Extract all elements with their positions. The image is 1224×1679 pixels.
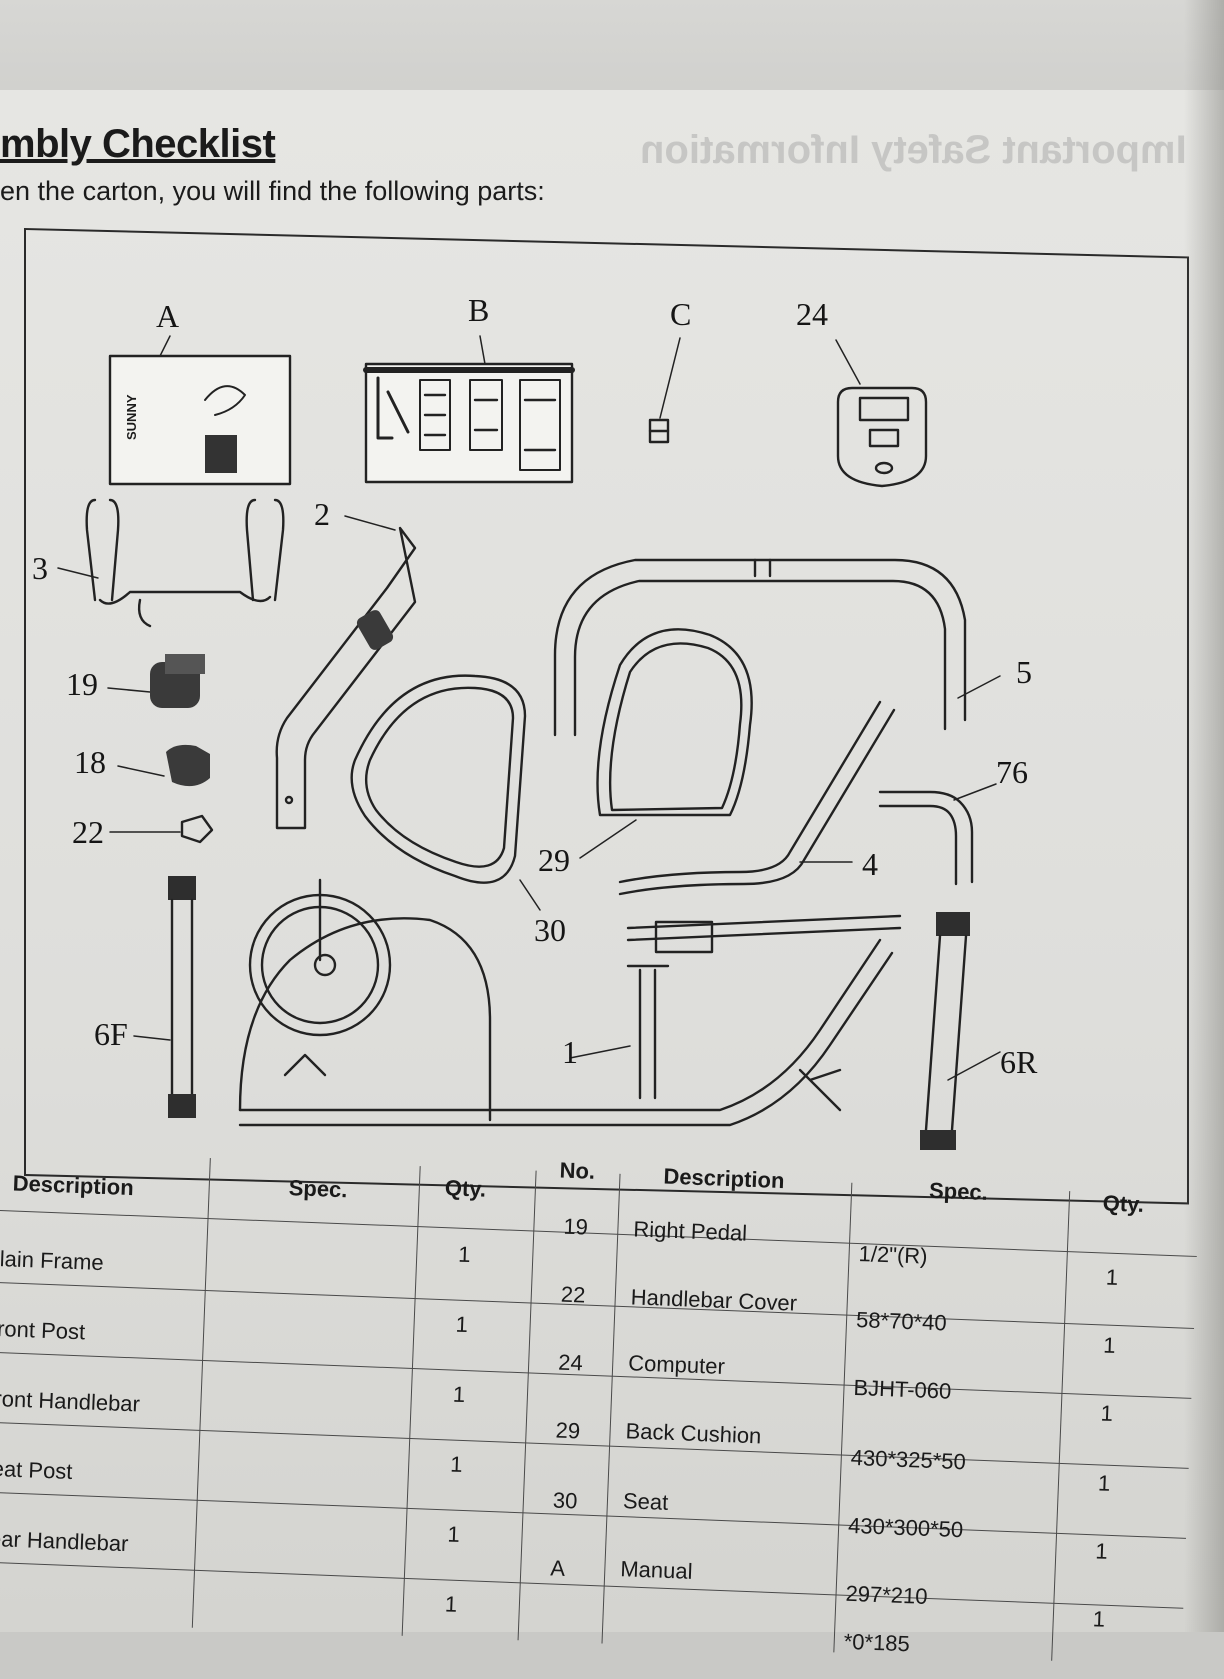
label-front-stabilizer: 6F: [94, 1016, 128, 1052]
label-main-frame: 1: [562, 1034, 578, 1070]
col-header-qty: Qty.: [444, 1175, 487, 1202]
table-row-description: Manual: [619, 1556, 693, 1584]
label-seat-post: 4: [862, 846, 878, 882]
front-stabilizer: [133, 876, 196, 1118]
table-row-qty: 1: [457, 1241, 472, 1268]
table-row-no: 22: [560, 1281, 586, 1308]
label-computer: 24: [796, 296, 828, 332]
col-header-description: Description: [663, 1163, 785, 1194]
table-row-description: eat Post: [0, 1455, 73, 1485]
label-front-post: 2: [314, 496, 330, 532]
label-left-pedal: 18: [74, 744, 106, 780]
table-row-qty: 1: [1100, 1400, 1114, 1426]
seat-assembly: [553, 558, 1001, 954]
back-cushion: [350, 674, 541, 911]
table-rule: [1051, 1191, 1071, 1661]
col-header-qty: Qty.: [1102, 1190, 1145, 1217]
table-row-qty: 1: [1105, 1264, 1119, 1291]
table-row-description: Right Pedal: [632, 1216, 748, 1246]
table-row-spec: 58*70*40: [855, 1306, 948, 1336]
front-handlebar: [57, 498, 285, 628]
seat-adjust-handle: [878, 783, 997, 886]
col-header-spec: Spec.: [928, 1177, 989, 1205]
label-right-pedal: 19: [66, 666, 98, 702]
table-row-description: ront Post: [0, 1316, 86, 1345]
table-row-description: lain Frame: [0, 1246, 105, 1276]
manual-icon: [108, 354, 292, 486]
label-tool-card: B: [468, 292, 490, 328]
table-row-no: A: [549, 1555, 566, 1581]
table-row-description: Back Cushion: [625, 1418, 762, 1449]
label-rear-stabilizer: 6R: [1000, 1044, 1038, 1080]
table-row-description: Handlebar Cover: [630, 1284, 798, 1316]
table-rule: [601, 1173, 621, 1644]
table-rule: [0, 1209, 1197, 1258]
table-row-qty: 1: [452, 1381, 466, 1408]
front-post: [275, 515, 417, 830]
table-row-no: 29: [555, 1417, 581, 1444]
page-edge-shadow: [1184, 0, 1224, 1632]
table-row-qty: 1: [447, 1521, 461, 1547]
table-row-description: ront Handlebar: [0, 1385, 141, 1417]
table-row-spec: 430*300*50: [847, 1512, 964, 1543]
table-row-no: 30: [552, 1487, 578, 1514]
label-manual: A: [156, 298, 180, 334]
table-rule: [0, 1491, 1186, 1539]
table-row-qty: 1: [1097, 1470, 1111, 1496]
parts-illustration: [57, 335, 1001, 1150]
table-row-spec: *0*185: [843, 1628, 911, 1657]
table-rule: [0, 1561, 1184, 1609]
manual-brand-text: SUNNY: [124, 394, 139, 440]
table-rule: [401, 1166, 421, 1636]
label-back-cushion: 29: [538, 842, 570, 878]
table-row-spec: 297*210: [845, 1580, 929, 1609]
table-row-qty: 1: [444, 1591, 458, 1617]
label-handlebar-cover: 22: [72, 814, 104, 850]
handlebar-cover: [109, 814, 214, 844]
table-row-no: 24: [557, 1349, 584, 1376]
computer-console: [835, 339, 928, 488]
table-rule: [0, 1281, 1195, 1329]
parts-table: Description Spec. Qty. lain Frame 1 ront…: [0, 1150, 1223, 1679]
clip-icon: [648, 337, 681, 444]
table-row-spec: BJHT-060: [853, 1374, 952, 1404]
table-row-description: Computer: [627, 1350, 726, 1379]
rear-stabilizer: [920, 912, 1001, 1150]
table-row-qty: 1: [449, 1451, 463, 1477]
table-row-spec: 1/2"(R): [858, 1241, 929, 1269]
table-row-no: 19: [563, 1213, 589, 1240]
table-rule: [191, 1158, 211, 1628]
table-row-qty: 1: [1094, 1538, 1109, 1564]
table-row-qty: 1: [1092, 1606, 1106, 1632]
col-header-no: No.: [559, 1157, 596, 1184]
pedals: [107, 654, 210, 787]
table-rule: [517, 1170, 537, 1641]
label-seat-handle: 76: [996, 754, 1028, 790]
label-clip: C: [670, 296, 692, 332]
label-seat: 30: [534, 912, 566, 948]
table-row-qty: 1: [1102, 1332, 1117, 1358]
col-header-spec: Spec.: [288, 1175, 348, 1203]
table-row-description: Seat: [622, 1488, 669, 1515]
page-title: mbly Checklist: [0, 122, 276, 166]
label-front-handlebar: 3: [32, 550, 48, 586]
table-row-spec: 430*325*50: [850, 1444, 967, 1475]
label-rear-handlebar: 5: [1016, 654, 1032, 690]
page-subtitle: en the carton, you will find the followi…: [0, 176, 545, 206]
col-header-description: Description: [12, 1170, 135, 1201]
table-rule: [0, 1351, 1192, 1399]
table-row-description: ear Handlebar: [0, 1525, 129, 1557]
table-rule: [0, 1421, 1189, 1469]
tool-card-icon: [363, 362, 575, 484]
main-frame: [238, 878, 894, 1127]
table-row-qty: 1: [455, 1311, 469, 1338]
